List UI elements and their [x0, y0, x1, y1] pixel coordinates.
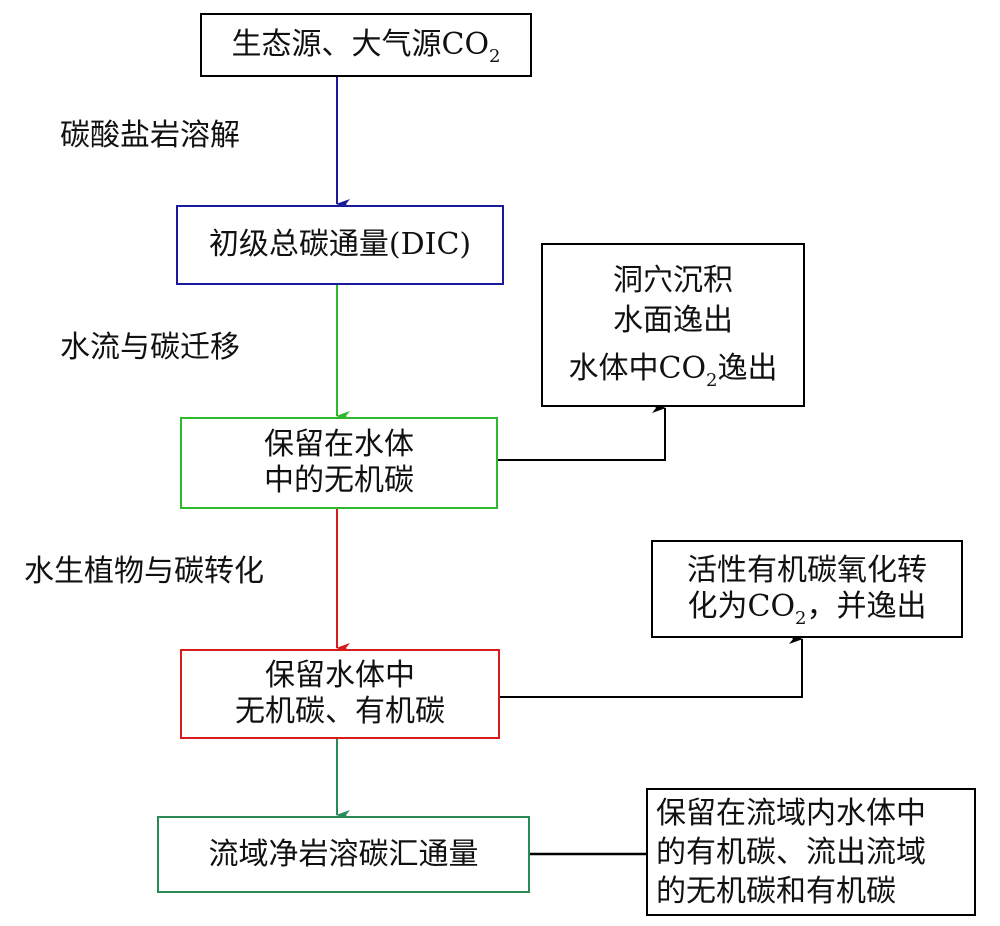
subscript: 2: [706, 370, 718, 391]
node-net-karst-carbon-sink: 流域净岩溶碳汇通量: [157, 816, 530, 893]
node-text: 生态源、大气源CO: [231, 27, 490, 62]
subscript: 2: [489, 46, 501, 67]
edge-label-water-flow-migration: 水流与碳迁移: [60, 330, 240, 365]
edge-label-carbonate-dissolution: 碳酸盐岩溶解: [60, 118, 240, 153]
node-line: 的无机碳和有机碳: [656, 873, 896, 909]
node-net-karst-carbon-sink-text: 流域净岩溶碳汇通量: [208, 836, 479, 872]
node-line: 水体中CO2逸出: [568, 349, 778, 391]
subscript: 2: [795, 608, 807, 629]
node-line: 化为CO2，并逸出: [687, 589, 927, 628]
node-text: 化为CO: [687, 589, 796, 624]
node-text: ，并逸出: [806, 589, 927, 624]
node-line: 保留在水体: [264, 427, 414, 462]
node-primary-dic-flux-text: 初级总碳通量(DIC): [208, 227, 472, 262]
node-retained-in-basin: 保留在流域内水体中 的有机碳、流出流域 的无机碳和有机碳: [646, 788, 976, 916]
node-retained-inorganic-organic-carbon: 保留水体中 无机碳、有机碳: [180, 649, 500, 739]
node-cave-deposition-escape: 洞穴沉积 水面逸出 水体中CO2逸出: [541, 243, 805, 407]
node-retained-inorganic-carbon: 保留在水体 中的无机碳: [180, 417, 498, 509]
node-line: 无机碳、有机碳: [235, 694, 445, 729]
node-line: 的有机碳、流出流域: [656, 834, 926, 870]
node-line: 中的无机碳: [264, 463, 414, 498]
node-source-co2: 生态源、大气源CO2: [200, 13, 532, 77]
node-line: 水面逸出: [613, 303, 733, 338]
node-primary-dic-flux: 初级总碳通量(DIC): [176, 205, 504, 285]
node-line: 保留在流域内水体中: [656, 795, 926, 831]
node-source-co2-text: 生态源、大气源CO2: [231, 27, 500, 66]
node-line: 活性有机碳氧化转: [687, 553, 927, 588]
edge-label-aquatic-plant-conversion: 水生植物与碳转化: [24, 554, 264, 589]
edge-retained-both-to-oxidation: [500, 634, 803, 698]
node-line: 洞穴沉积: [613, 263, 733, 298]
node-text: 水体中CO: [568, 351, 707, 386]
node-line: 保留水体中: [265, 658, 415, 693]
node-text: 逸出: [717, 351, 778, 386]
edge-retained-inorganic-to-cave-escape: [498, 403, 666, 461]
node-organic-oxidation-escape: 活性有机碳氧化转 化为CO2，并逸出: [651, 540, 963, 638]
